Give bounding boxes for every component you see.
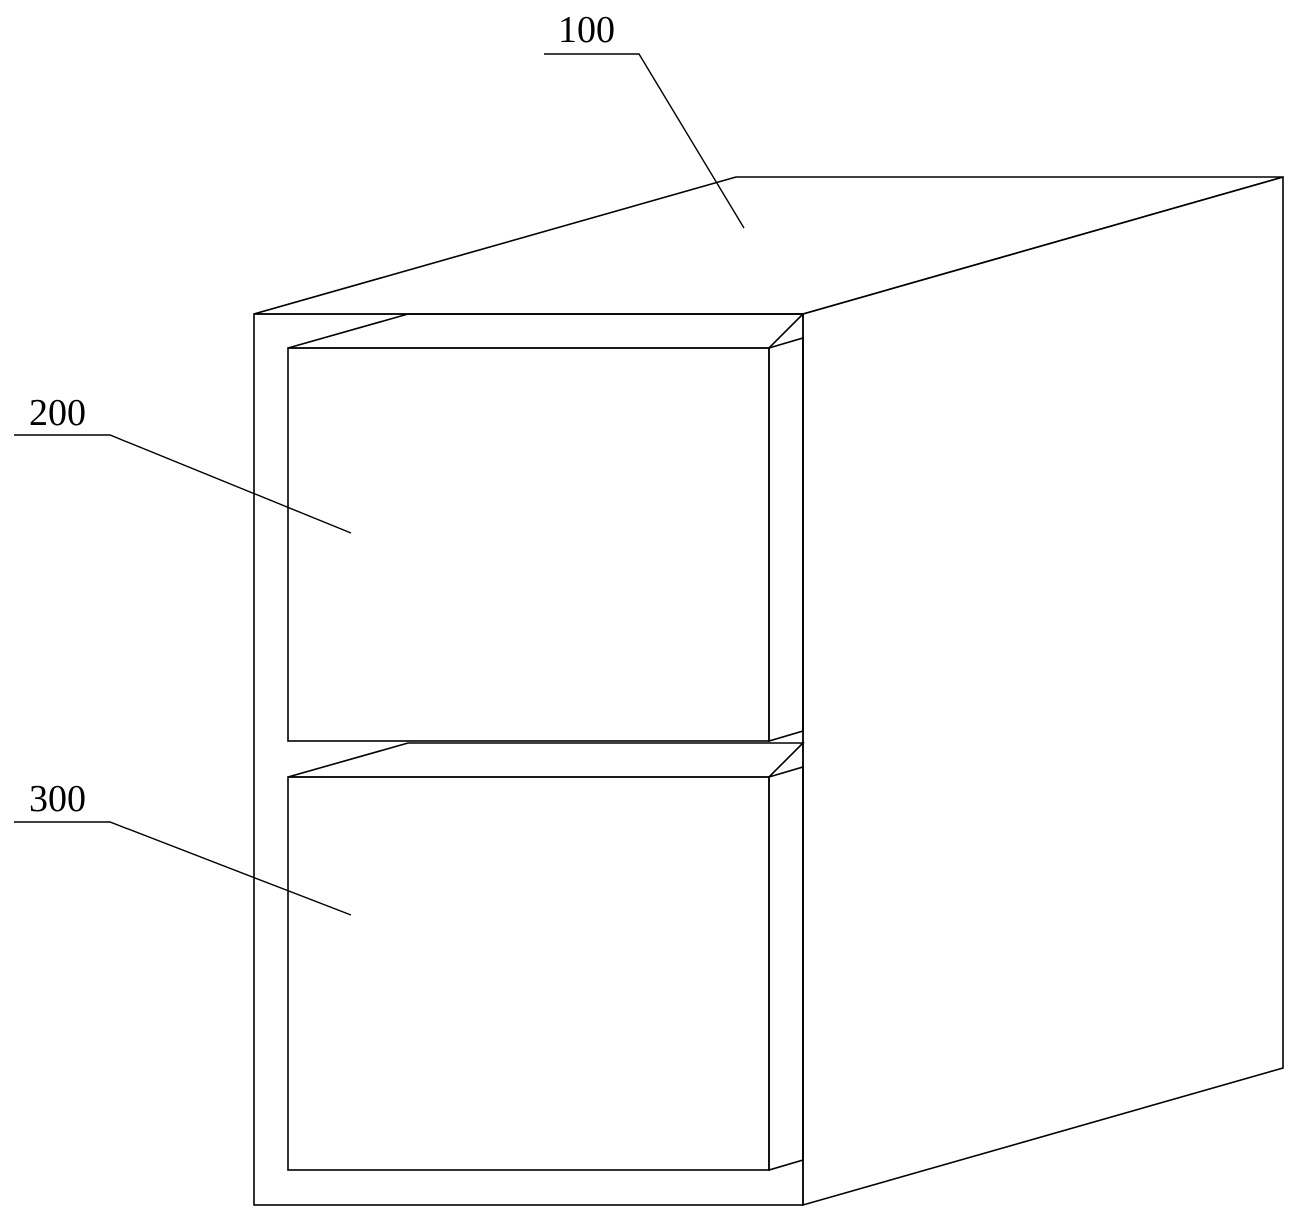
lower-drawer [287,742,805,1172]
label-upper-drawer: 200 [29,392,86,434]
lower-drawer-front [287,776,770,1171]
label-cabinet: 100 [558,9,615,51]
lower-drawer-top-face [287,742,805,778]
leader-line-lower-drawer [14,821,352,916]
callout-lower-drawer: 300 [14,778,352,916]
upper-drawer-front [287,347,770,742]
lower-drawer-side-face [768,765,804,1172]
upper-drawer-side-face [768,336,804,743]
callout-upper-drawer: 200 [14,392,352,534]
upper-drawer [287,313,805,743]
cabinet-side-face [802,175,1284,1207]
label-lower-drawer: 300 [29,778,86,820]
cabinet-front-frame [253,313,804,1206]
leader-line-upper-drawer [14,434,352,534]
cabinet-top-face [253,176,1284,315]
callout-cabinet: 100 [544,9,745,229]
upper-drawer-top-face [287,313,805,349]
leader-line-cabinet [544,53,745,229]
